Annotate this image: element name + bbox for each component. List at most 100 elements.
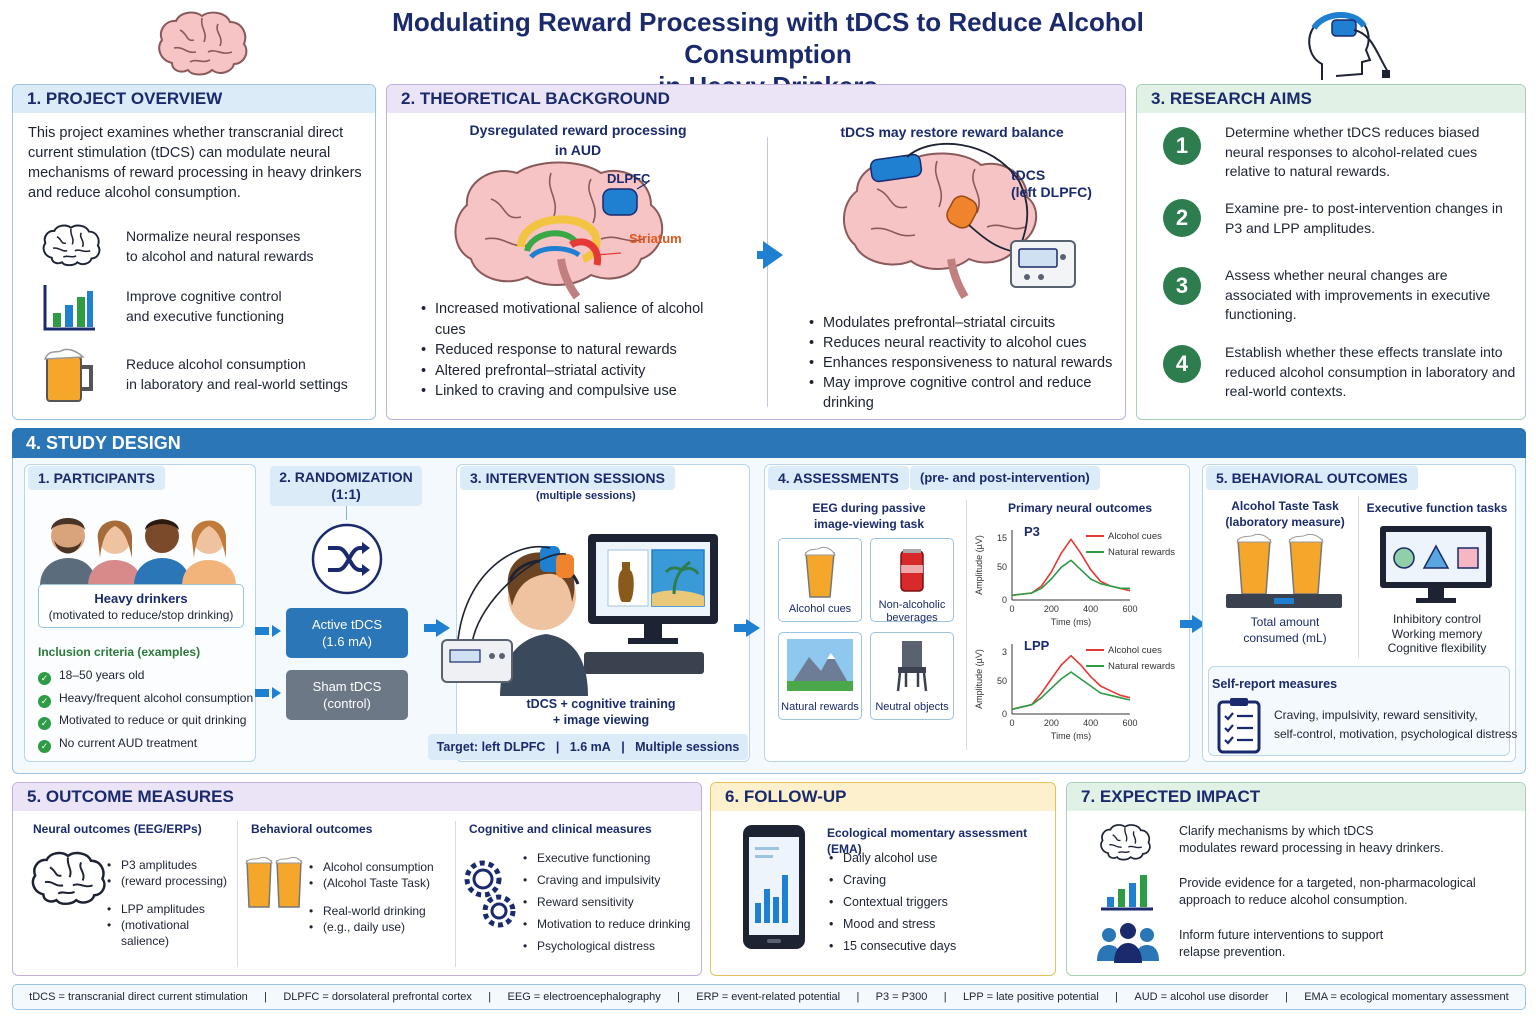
y-axis-label: Amplitude (µV) — [974, 535, 984, 595]
legend-label: Alcohol cues — [1108, 645, 1162, 656]
abbreviations-footer: tDCS = transcranial direct current stimu… — [12, 984, 1526, 1010]
reward-brain-illustration — [454, 161, 664, 299]
background-right-title: tDCS may restore reward balance — [840, 124, 1064, 140]
criterion-item: ✓No current AUD treatment — [38, 732, 253, 755]
chair-icon — [896, 641, 928, 692]
y-tick-label: 50 — [997, 676, 1007, 686]
tdcs-headset-icon — [1308, 11, 1390, 80]
series-line-alcohol-cues — [1011, 654, 1131, 711]
overview-intro: This project examines whether transcrani… — [28, 125, 362, 201]
study-design-heading: 4. STUDY DESIGN — [12, 428, 1526, 458]
footer-item: EMA = ecological momentary assessment — [1304, 991, 1509, 1003]
aim-text-1: Determine whether tDCS reduces biased ne… — [1225, 124, 1480, 179]
page-title: Modulating Reward Processing with tDCS t… — [392, 7, 1144, 101]
y-axis-label: Amplitude (µV) — [974, 649, 984, 709]
taste-task-title: Alcohol Taste Task(laboratory measure) — [1225, 499, 1345, 529]
taste-task-illustration — [1226, 533, 1342, 608]
footer-item: tDCS = transcranial direct current stimu… — [29, 991, 248, 1003]
stimulus-card-natural: Natural rewards — [778, 632, 862, 720]
series-line-natural-rewards — [1011, 671, 1131, 711]
y-tick-label: 0 — [1002, 595, 1007, 605]
x-tick-label: 200 — [1044, 718, 1059, 728]
aim-number-3: 3 — [1163, 267, 1201, 305]
behavioral-outcomes-heading: Behavioral outcomes — [251, 822, 373, 836]
research-aims-heading: 3. RESEARCH AIMS — [1137, 85, 1525, 113]
dlpfc-label: DLPFC — [607, 171, 651, 186]
criterion-item: ✓18–50 years old — [38, 664, 253, 687]
exec-function-screen-icon — [1380, 526, 1492, 603]
outcome-measures-panel: 5. OUTCOME MEASURES Neural outcomes (EEG… — [12, 782, 702, 976]
footer-item: P3 = P300 — [875, 991, 928, 1003]
aim-text-2: Examine pre- to post-intervention change… — [1225, 200, 1503, 236]
bar-chart-icon — [43, 285, 95, 331]
x-tick-label: 200 — [1044, 604, 1059, 614]
divider — [237, 821, 238, 967]
beer-mug-icon — [43, 348, 93, 402]
smartphone-icon — [743, 825, 805, 949]
neural-outcomes-list: P3 amplitudes(reward processing) LPP amp… — [107, 857, 237, 949]
theoretical-background-panel: 2. THEORETICAL BACKGROUND Dysregulated r… — [386, 84, 1126, 420]
striatum-label: Striatum — [629, 231, 682, 246]
assessments-heading: 4. ASSESSMENTS — [768, 466, 909, 490]
footer-item: EEG = electroencephalography — [507, 991, 661, 1003]
arrow-right-icon — [255, 625, 281, 637]
beer-glasses-icon — [245, 856, 303, 908]
expected-impact-panel: 7. EXPECTED IMPACT Clarify mechanisms by… — [1066, 782, 1526, 976]
impact-item-2: Provide evidence for a targeted, non-pha… — [1179, 876, 1476, 907]
y-tick-label: 3 — [1002, 647, 1007, 657]
legend-label: Natural rewards — [1108, 547, 1175, 558]
inclusion-criteria-list: ✓18–50 years old ✓Heavy/frequent alcohol… — [38, 664, 253, 754]
footer-item: DLPFC = dorsolateral prefrontal cortex — [283, 991, 472, 1003]
footer-item: LPP = late positive potential — [962, 991, 1099, 1003]
clipboard-checklist-icon — [1217, 698, 1261, 754]
aim-number-1: 1 — [1163, 127, 1201, 165]
x-tick-label: 600 — [1122, 604, 1137, 614]
self-report-text: Craving, impulsivity, reward sensitivity… — [1274, 708, 1518, 741]
x-axis-label: Time (ms) — [1051, 617, 1091, 627]
neural-outcomes-title: Primary neural outcomes — [1007, 501, 1153, 515]
active-tdcs-box: Active tDCS(1.6 mA) — [286, 608, 408, 658]
chart-title: P3 — [1024, 524, 1040, 539]
connector-line — [346, 506, 347, 520]
brain-icon — [42, 224, 101, 267]
series-line-natural-rewards — [1011, 559, 1130, 597]
inclusion-criteria-title: Inclusion criteria (examples) — [38, 645, 201, 659]
sham-tdcs-box: Sham tDCS(control) — [286, 670, 408, 720]
check-icon: ✓ — [38, 739, 51, 753]
outcome-measures-heading: 5. OUTCOME MEASURES — [13, 783, 701, 811]
arrow-right-icon — [757, 241, 783, 269]
neural-outcomes-heading: Neural outcomes (EEG/ERPs) — [33, 822, 202, 836]
project-overview-heading: 1. PROJECT OVERVIEW — [13, 85, 375, 113]
follow-up-panel: 6. FOLLOW-UP Ecological momentary assess… — [710, 782, 1056, 976]
background-right-bullets: Modulates prefrontal–striatal circuitsRe… — [809, 313, 1119, 413]
divider — [455, 821, 456, 967]
assessments-heading-note: (pre- and post-intervention) — [910, 466, 1100, 490]
shuffle-icon — [311, 523, 383, 595]
legend-label: Alcohol cues — [1108, 531, 1162, 542]
x-tick-label: 600 — [1122, 718, 1137, 728]
check-icon: ✓ — [38, 694, 51, 708]
divider — [966, 500, 967, 750]
check-icon: ✓ — [38, 672, 51, 685]
bar-chart-icon — [1101, 875, 1153, 911]
background-heading: 2. THEORETICAL BACKGROUND — [387, 85, 1125, 113]
clinical-measures-list: Executive functioningCraving and impulsi… — [523, 847, 701, 957]
criterion-item: ✓Motivated to reduce or quit drinking — [38, 709, 253, 732]
y-tick-label: 0 — [1002, 709, 1007, 719]
legend-label: Natural rewards — [1108, 661, 1175, 672]
exec-function-title: Executive function tasks — [1366, 501, 1508, 515]
tdcs-label: tDCS(left DLPFC) — [1011, 167, 1092, 200]
expected-impact-heading: 7. EXPECTED IMPACT — [1067, 783, 1525, 811]
stimulus-card-alcohol: Alcohol cues — [778, 538, 862, 622]
chart-title: LPP — [1024, 638, 1050, 653]
header-brain-icon — [158, 11, 248, 76]
research-aims-panel: 3. RESEARCH AIMS 1 Determine whether tDC… — [1136, 84, 1526, 420]
divider — [1358, 496, 1359, 658]
